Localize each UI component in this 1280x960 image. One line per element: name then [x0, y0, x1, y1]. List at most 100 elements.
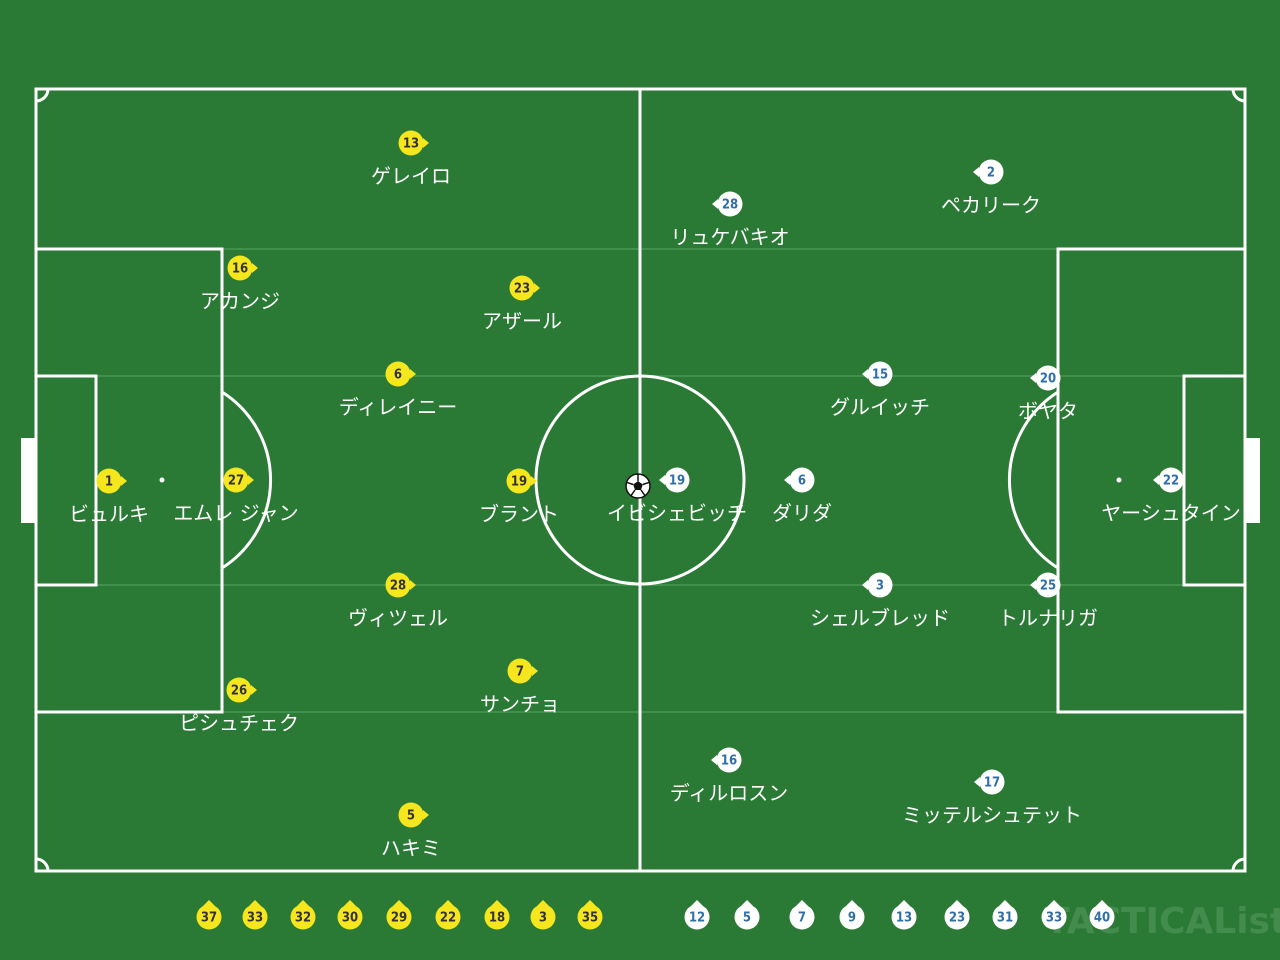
away-player-marker[interactable]: 22 — [1153, 467, 1184, 493]
player-disc — [992, 904, 1018, 930]
player-number: 13 — [896, 911, 912, 926]
direction-arrow-icon — [537, 900, 549, 906]
direction-arrow-icon — [659, 475, 665, 485]
player-disc — [484, 904, 510, 930]
player-disc — [717, 191, 743, 217]
direction-arrow-icon — [796, 900, 808, 906]
away-player-marker[interactable]: 9 — [839, 900, 865, 930]
player-name: ペカリーク — [941, 193, 1041, 217]
away-player-marker[interactable]: 6 — [784, 467, 815, 493]
away-player-marker[interactable]: 28 — [712, 191, 743, 217]
direction-arrow-icon — [297, 900, 309, 906]
direction-arrow-icon — [491, 900, 503, 906]
player-number: 22 — [1163, 474, 1179, 489]
home-player-marker[interactable]: 29 — [386, 900, 412, 930]
home-player-marker[interactable]: 18 — [484, 900, 510, 930]
away-player-marker[interactable]: 2 — [973, 159, 1004, 185]
player-disc — [530, 904, 556, 930]
direction-arrow-icon — [203, 900, 215, 906]
player-number: 23 — [949, 911, 965, 926]
direction-arrow-icon — [1048, 900, 1060, 906]
home-player-marker[interactable]: 7 — [507, 658, 539, 684]
home-player-marker[interactable]: 3 — [530, 900, 556, 930]
away-player-marker[interactable]: 25 — [1030, 572, 1061, 598]
direction-arrow-icon — [251, 685, 257, 695]
home-player-marker[interactable]: 5 — [398, 802, 430, 828]
home-player-marker[interactable]: 19 — [506, 468, 538, 494]
player-disc — [1035, 365, 1061, 391]
player-number: 15 — [872, 368, 888, 383]
direction-arrow-icon — [423, 138, 429, 148]
away-player-marker[interactable]: 13 — [891, 900, 917, 930]
player-disc — [386, 904, 412, 930]
player-name: ディレイニー — [339, 395, 458, 419]
player-disc — [226, 677, 252, 703]
player-disc — [385, 572, 411, 598]
home-player-marker[interactable]: 6 — [385, 361, 417, 387]
watermark: TACTICALista — [1045, 901, 1280, 942]
direction-arrow-icon — [534, 283, 540, 293]
player-name: ピシュチェク — [179, 711, 299, 735]
away-player-marker[interactable]: 40 — [1089, 900, 1115, 930]
away-player-marker[interactable]: 7 — [789, 900, 815, 930]
direction-arrow-icon — [862, 580, 868, 590]
player-number: 33 — [1046, 911, 1062, 926]
away-player-marker[interactable]: 23 — [944, 900, 970, 930]
player-number: 7 — [516, 665, 524, 680]
player-number: 13 — [403, 137, 419, 152]
away-player-marker[interactable]: 20 — [1030, 365, 1061, 391]
player-number: 12 — [689, 911, 705, 926]
player-number: 6 — [394, 368, 402, 383]
home-player-marker[interactable]: 35 — [577, 900, 603, 930]
home-player-marker[interactable]: 16 — [227, 255, 259, 281]
player-number: 7 — [798, 911, 806, 926]
away-player-marker[interactable]: 16 — [711, 747, 742, 773]
home-player-marker[interactable]: 22 — [435, 900, 461, 930]
player-number: 3 — [876, 579, 884, 594]
player-disc — [507, 658, 533, 684]
home-player-marker[interactable]: 27 — [223, 467, 255, 493]
home-player-marker[interactable]: 28 — [385, 572, 417, 598]
player-disc — [1158, 467, 1184, 493]
away-player-marker[interactable]: 31 — [992, 900, 1018, 930]
player-name: ヤーシュタイン — [1101, 501, 1241, 525]
home-player-marker[interactable]: 23 — [509, 275, 541, 301]
home-player-marker[interactable]: 32 — [290, 900, 316, 930]
direction-arrow-icon — [1030, 580, 1036, 590]
player-disc — [398, 130, 424, 156]
direction-arrow-icon — [999, 900, 1011, 906]
player-number: 40 — [1094, 911, 1110, 926]
player-number: 5 — [743, 911, 751, 926]
player-number: 35 — [582, 911, 598, 926]
direction-arrow-icon — [393, 900, 405, 906]
home-player-marker[interactable]: 13 — [398, 130, 430, 156]
home-player-marker[interactable]: 37 — [196, 900, 222, 930]
away-player-marker[interactable]: 19 — [659, 467, 690, 493]
centre-circle — [534, 374, 746, 586]
player-number: 28 — [722, 198, 738, 213]
home-player-marker[interactable]: 33 — [242, 900, 268, 930]
player-number: 5 — [407, 809, 415, 824]
home-player-marker[interactable]: 26 — [226, 677, 258, 703]
corner-arc-tr — [1231, 88, 1246, 103]
direction-arrow-icon — [898, 900, 910, 906]
away-player-marker[interactable]: 5 — [734, 900, 760, 930]
home-player-marker[interactable]: 1 — [96, 468, 128, 494]
direction-arrow-icon — [1096, 900, 1108, 906]
soccer-ball-icon — [625, 473, 651, 499]
direction-arrow-icon — [862, 369, 868, 379]
direction-arrow-icon — [249, 900, 261, 906]
home-player-marker[interactable]: 30 — [337, 900, 363, 930]
player-number: 1 — [105, 475, 113, 490]
player-disc — [867, 572, 893, 598]
player-name: ミッテルシュテット — [902, 803, 1082, 827]
player-number: 33 — [247, 911, 263, 926]
away-player-marker[interactable]: 12 — [684, 900, 710, 930]
away-player-marker[interactable]: 33 — [1041, 900, 1067, 930]
direction-arrow-icon — [741, 900, 753, 906]
player-number: 31 — [997, 911, 1013, 926]
away-player-marker[interactable]: 17 — [974, 769, 1005, 795]
player-disc — [385, 361, 411, 387]
away-player-marker[interactable]: 15 — [862, 361, 893, 387]
away-player-marker[interactable]: 3 — [862, 572, 893, 598]
